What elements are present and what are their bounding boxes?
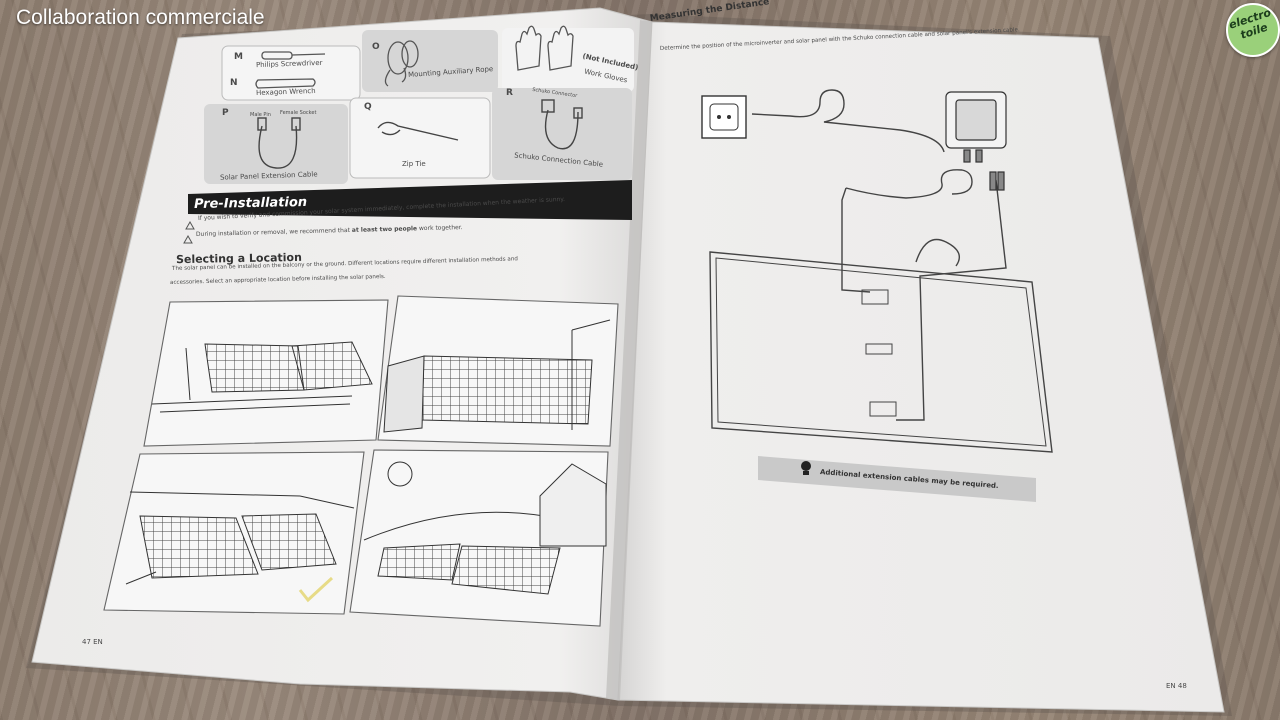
plan-panel-a (861, 289, 889, 305)
tool-o-letter: O (372, 42, 380, 52)
warning-icon (183, 220, 195, 244)
lawn-panels (363, 461, 607, 595)
balcony-plan-outline (709, 251, 1053, 453)
tool-card-q (349, 97, 491, 179)
tool-n-letter: N (230, 78, 238, 88)
tool-p-letter: P (222, 108, 229, 118)
schuko-cable-sketch (541, 99, 583, 150)
tool-q-letter: Q (364, 102, 372, 112)
left-page-number: 47 EN (82, 638, 103, 646)
tool-p-sub1: Male Pin (250, 112, 271, 118)
plan-panel-b (865, 343, 893, 355)
gloves-sketch (515, 25, 574, 71)
wiring-diagram (751, 89, 1007, 421)
lightbulb-icon (801, 461, 811, 475)
tool-card-r (492, 88, 632, 180)
tool-q-label: Zip Tie (402, 160, 426, 168)
tip-box (758, 456, 1036, 502)
plan-panel-c (869, 401, 897, 417)
tool-card-o (362, 30, 498, 92)
tool-r-letter: R (506, 88, 513, 98)
electrotoile-logo (1226, 3, 1280, 57)
rope-sketch (384, 40, 419, 87)
pre-installation-bar (188, 180, 632, 220)
balcony-tilted-panels (151, 341, 373, 413)
tool-card-p (204, 104, 348, 184)
book-gutter (606, 20, 652, 700)
schuko-socket (701, 95, 747, 139)
tool-m-letter: M (234, 52, 243, 62)
extension-cable-sketch (257, 117, 301, 169)
screwdriver-sketch (255, 51, 326, 89)
tool-card-gloves (502, 28, 634, 92)
yellow-check-mark (298, 576, 334, 603)
sponsored-caption: Collaboration commerciale (16, 6, 265, 29)
zip-tie-sketch (377, 121, 459, 141)
balcony-hanging-panels (383, 319, 611, 433)
right-page-number: EN 48 (1166, 682, 1187, 690)
tool-p-sub2: Female Socket (280, 110, 317, 116)
microinverter (945, 91, 1007, 191)
ground-tilted-panels (125, 491, 355, 585)
